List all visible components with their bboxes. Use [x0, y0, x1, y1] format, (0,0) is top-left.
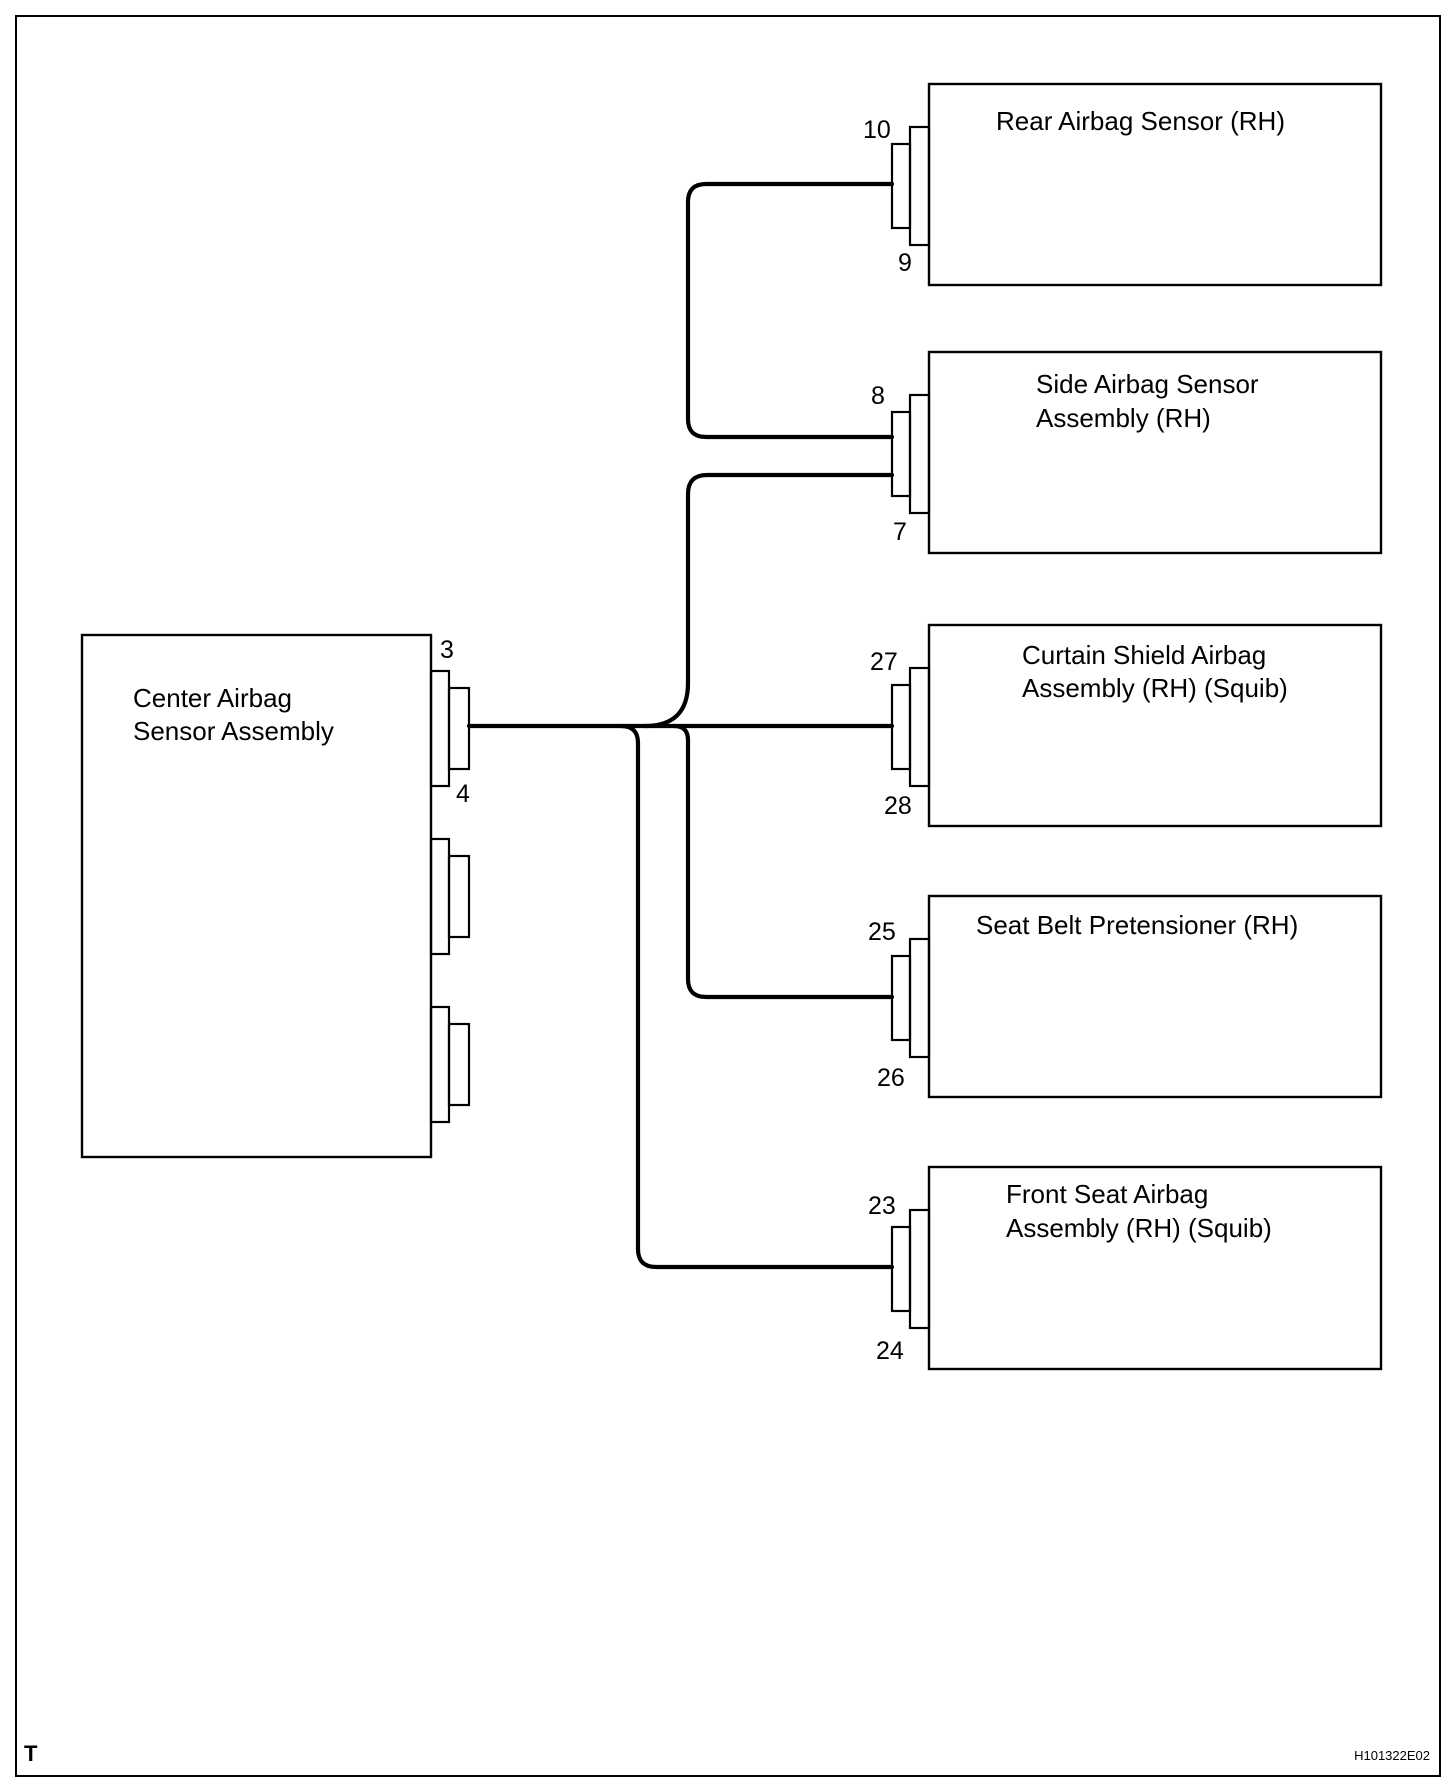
front-seat-airbag-connector: [890, 1208, 931, 1330]
rear-sensor-label: Rear Airbag Sensor (RH): [996, 106, 1285, 136]
side-airbag-sensor-assembly: Side Airbag Sensor Assembly (RH) 8 7: [871, 350, 1383, 555]
front-seat-pin-23: 23: [868, 1192, 896, 1220]
wiring-harness: [466, 181, 895, 1270]
curtain-pin-27: 27: [870, 648, 898, 676]
side-sensor-connector: [890, 393, 931, 515]
curtain-airbag-label-line1: Curtain Shield Airbag: [1022, 640, 1266, 670]
side-pin-8: 8: [871, 382, 885, 410]
center-sensor-box: [80, 633, 433, 1159]
curtain-pin-28: 28: [884, 792, 912, 820]
curtain-shield-airbag-assembly: Curtain Shield Airbag Assembly (RH) (Squ…: [870, 623, 1383, 828]
corner-mark: T: [24, 1741, 38, 1766]
rear-airbag-sensor: Rear Airbag Sensor (RH) 10 9: [863, 82, 1383, 287]
figure-code: H101322E02: [1354, 1748, 1430, 1763]
front-seat-airbag-label-line1: Front Seat Airbag: [1006, 1179, 1208, 1209]
pretensioner-pin-26: 26: [877, 1064, 905, 1092]
center-sensor-label-line2: Sensor Assembly: [133, 716, 334, 746]
center-connector-2: [429, 837, 471, 956]
wire-to-front-seat-airbag: [618, 723, 895, 1270]
curtain-airbag-label-line2: Assembly (RH) (Squib): [1022, 673, 1288, 703]
pretensioner-pin-25: 25: [868, 918, 896, 946]
rear-pin-9: 9: [898, 249, 912, 277]
wire-to-side-sensor: [642, 472, 895, 729]
center-pin-4: 4: [456, 780, 470, 808]
wire-rear-to-side-sensor: [685, 181, 895, 440]
center-sensor-label-line1: Center Airbag: [133, 683, 292, 713]
center-airbag-sensor-assembly: Center Airbag Sensor Assembly 3 4: [80, 633, 471, 1159]
pretensioner-connector: [890, 937, 931, 1059]
rear-sensor-connector: [890, 125, 931, 247]
side-pin-7: 7: [893, 518, 907, 546]
front-seat-pin-24: 24: [876, 1337, 904, 1365]
side-sensor-label-line1: Side Airbag Sensor: [1036, 369, 1259, 399]
seat-belt-pretensioner: Seat Belt Pretensioner (RH) 25 26: [868, 894, 1383, 1099]
front-seat-airbag-label-line2: Assembly (RH) (Squib): [1006, 1213, 1272, 1243]
wire-to-pretensioner: [671, 723, 895, 1000]
center-connector-3: [429, 1005, 471, 1124]
curtain-airbag-connector: [890, 666, 931, 788]
center-pin-3: 3: [440, 636, 454, 664]
rear-pin-10: 10: [863, 116, 891, 144]
front-seat-airbag-assembly: Front Seat Airbag Assembly (RH) (Squib) …: [868, 1165, 1383, 1371]
center-connector-1: [429, 669, 471, 788]
side-sensor-label-line2: Assembly (RH): [1036, 403, 1211, 433]
diagram-frame: [15, 15, 1441, 1777]
pretensioner-label: Seat Belt Pretensioner (RH): [976, 910, 1298, 940]
